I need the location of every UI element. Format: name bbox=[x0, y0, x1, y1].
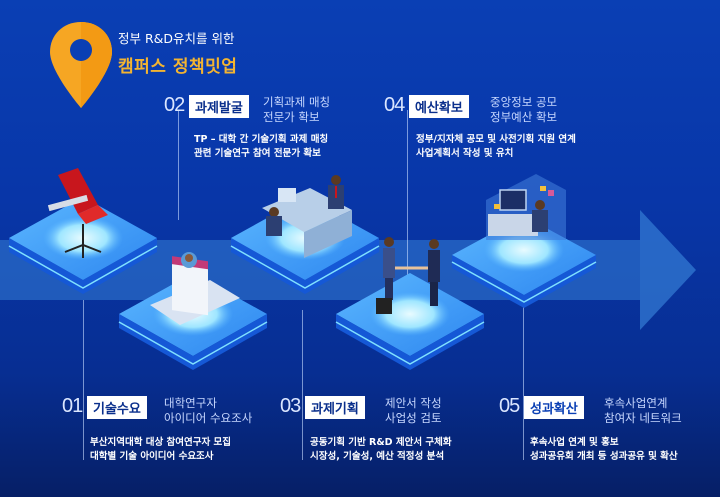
step-05-sub2: 참여자 네트워크 bbox=[604, 411, 682, 425]
workstation-icon bbox=[486, 174, 566, 240]
step-05-number: 05 bbox=[499, 395, 520, 417]
connector-line-04 bbox=[407, 110, 408, 290]
red-chair-icon bbox=[47, 168, 108, 258]
header-title: 캠퍼스 정책밋업 bbox=[118, 57, 238, 77]
connector-line-01 bbox=[83, 300, 84, 460]
flow-arrow-head-icon bbox=[640, 210, 696, 330]
step-01-sub1: 대학연구자 bbox=[164, 396, 217, 410]
step-03-number: 03 bbox=[280, 395, 301, 417]
connector-line-03 bbox=[302, 310, 303, 460]
connector-line-05 bbox=[523, 305, 524, 460]
step-02-desc2: 관련 기술연구 참여 전문가 확보 bbox=[194, 148, 321, 159]
step-05-desc2: 성과공유회 개최 등 성과공유 및 확산 bbox=[530, 451, 678, 462]
step-01-desc2: 대학별 기술 아이디어 수요조사 bbox=[90, 451, 214, 462]
step-05-tag: 성과확산 bbox=[524, 396, 584, 419]
step-02-sub1: 기획과제 매칭 bbox=[263, 95, 331, 109]
step-04-sub2: 정부예산 확보 bbox=[490, 110, 558, 124]
step-04-desc1: 정부/지자체 공모 및 사전기획 지원 연계 bbox=[416, 134, 576, 145]
step-01-desc1: 부산지역대학 대상 참여연구자 모집 bbox=[90, 437, 232, 448]
step-04-tag: 예산확보 bbox=[409, 95, 469, 118]
step-04-desc2: 사업계획서 작성 및 유치 bbox=[416, 148, 514, 159]
platform-04 bbox=[335, 273, 485, 370]
step-03-desc2: 시장성, 기술성, 예산 적정성 분석 bbox=[310, 451, 445, 462]
handshake-icon bbox=[376, 237, 440, 314]
step-03-desc1: 공동기획 기반 R&D 제안서 구체화 bbox=[310, 437, 452, 448]
header-subtitle: 정부 R&D유치를 위한 bbox=[118, 31, 235, 46]
step-01-sub2: 아이디어 수요조사 bbox=[164, 411, 253, 425]
step-05-sub1: 후속사업연계 bbox=[604, 396, 668, 410]
connector-line-02 bbox=[178, 110, 179, 220]
step-02-number: 02 bbox=[164, 94, 185, 116]
step-03-sub1: 제안서 작성 bbox=[385, 396, 442, 410]
step-02-desc1: TP – 대학 간 기술기획 과제 매칭 bbox=[194, 134, 329, 145]
step-02-tag: 과제발굴 bbox=[189, 95, 249, 118]
step-01-tag: 기술수요 bbox=[87, 396, 147, 419]
interview-desk-icon bbox=[262, 175, 352, 258]
location-pin-icon bbox=[48, 20, 114, 110]
step-03-tag: 과제기획 bbox=[305, 396, 365, 419]
step-04-number: 04 bbox=[384, 94, 405, 116]
step-01-number: 01 bbox=[62, 395, 83, 417]
step-05-desc1: 후속사업 연계 및 홍보 bbox=[530, 437, 619, 448]
resume-laptop-icon bbox=[150, 252, 240, 325]
step-03-sub2: 사업성 검토 bbox=[385, 411, 442, 425]
step-02-sub2: 전문가 확보 bbox=[263, 110, 320, 124]
step-04-sub1: 중앙정보 공모 bbox=[490, 95, 558, 109]
